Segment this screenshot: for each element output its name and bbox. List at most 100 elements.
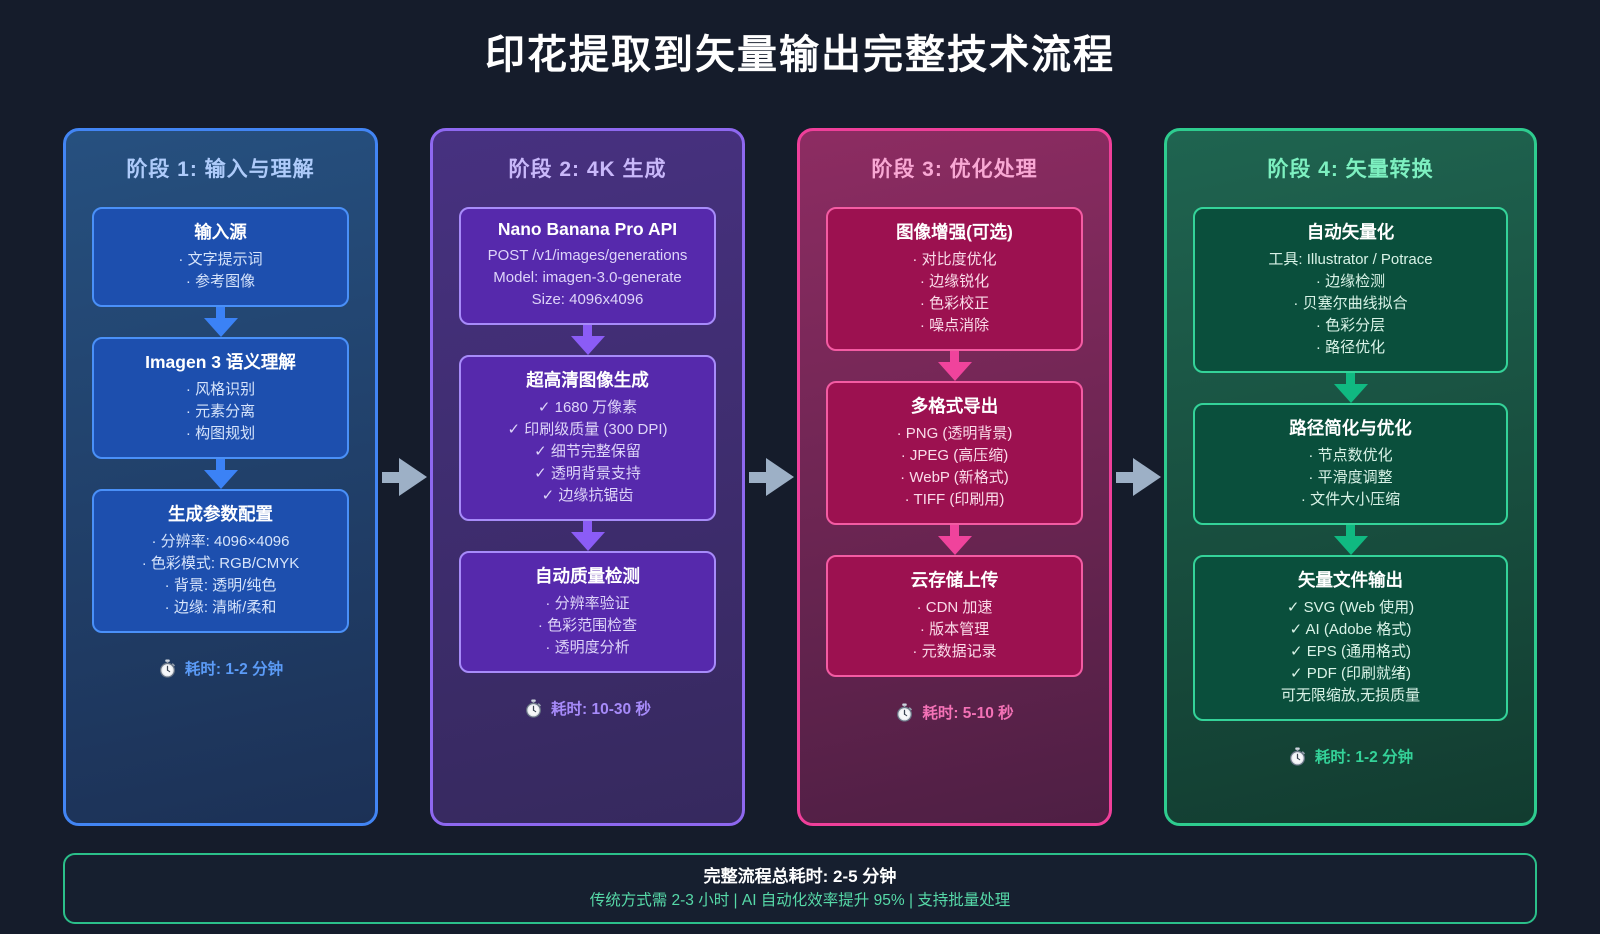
box-title: 超高清图像生成 (526, 370, 649, 390)
arrow-head (765, 458, 794, 496)
box-title: Nano Banana Pro API (497, 219, 678, 239)
box-line: · 构图规划 (185, 425, 256, 442)
box-line: ✓ 细节完整保留 (534, 443, 641, 460)
flow-arrow-down-icon (459, 325, 716, 355)
box-line: · 边缘检测 (1315, 273, 1386, 290)
box-title: 路径简化与优化 (1289, 418, 1412, 438)
box-line: · 元素分离 (185, 403, 256, 420)
arrow-head (1333, 384, 1368, 403)
box-line: · 版本管理 (919, 621, 990, 638)
flow-arrow-right-icon (1112, 128, 1164, 826)
box-line: · CDN 加速 (916, 599, 993, 616)
box-line: Model: imagen-3.0-generate (493, 269, 682, 286)
flow-arrow-right-icon (745, 128, 797, 826)
box-line: · JPEG (高压缩) (900, 447, 1009, 464)
duration-label: 耗时: 10-30 秒 (551, 701, 651, 718)
arrow-head (203, 470, 238, 489)
arrow-stem (1346, 373, 1355, 384)
box-line: · 节点数优化 (1308, 447, 1393, 464)
duration-label: 耗时: 1-2 分钟 (184, 661, 284, 678)
duration-label: 耗时: 5-10 秒 (922, 705, 1014, 722)
box-title: Imagen 3 语义理解 (145, 352, 296, 372)
summary-note: 传统方式需 2-3 小时 | AI 自动化效率提升 95% | 支持批量处理 (589, 892, 1011, 909)
box-line: ✓ SVG (Web 使用) (1286, 599, 1415, 616)
box-line: · 文件大小压缩 (1300, 491, 1401, 508)
flow-arrow-down-icon (1193, 525, 1508, 555)
box-title: 多格式导出 (910, 396, 999, 416)
flow-arrow-down-icon (826, 525, 1083, 555)
box-title: 云存储上传 (910, 570, 999, 590)
box-title: 自动矢量化 (1306, 222, 1395, 242)
box-line: · 分辨率: 4096×4096 (151, 533, 290, 550)
flow-arrow-down-icon (1193, 373, 1508, 403)
summary-panel: 完整流程总耗时: 2-5 分钟 传统方式需 2-3 小时 | AI 自动化效率提… (63, 853, 1537, 924)
flow-arrow-down-icon (826, 351, 1083, 381)
box-line: ✓ 透明背景支持 (534, 465, 641, 482)
arrow-body (748, 458, 794, 496)
flow-box: 超高清图像生成 ✓ 1680 万像素 ✓ 印刷级质量 (300 DPI) ✓ 细节完整… (459, 355, 716, 521)
box-line: · 分辨率验证 (545, 595, 630, 612)
arrow-stem (950, 351, 959, 362)
box-line: 工具: Illustrator / Potrace (1268, 251, 1433, 268)
box-line: ✓ PDF (印刷就绪) (1290, 665, 1411, 682)
box-line: · 色彩范围检查 (537, 617, 638, 634)
box-line: · 对比度优化 (912, 251, 997, 268)
arrow-head (937, 536, 972, 555)
page-title: 印花提取到矢量输出完整技术流程 (485, 33, 1115, 77)
box-line: · 文字提示词 (178, 251, 263, 268)
flow-box: 云存储上传· CDN 加速· 版本管理· 元数据记录 (826, 555, 1083, 677)
arrow-stem (950, 525, 959, 536)
arrow-head (1333, 536, 1368, 555)
flow-box: 多格式导出 · PNG (透明背景) · JPEG (高压缩) · WebP (新格式… (826, 381, 1083, 525)
stage-duration: 耗时: 1-2 分钟 (1193, 745, 1508, 767)
duration-label: 耗时: 1-2 分钟 (1314, 749, 1414, 766)
flow-arrow-right-icon (378, 128, 430, 826)
box-line: · TIFF (印刷用) (904, 491, 1005, 508)
arrow-stem (748, 471, 766, 483)
box-line: · 边缘: 清晰/柔和 (164, 599, 277, 616)
stage-duration: 耗时: 1-2 分钟 (92, 657, 349, 679)
flow-arrow-down-icon (459, 521, 716, 551)
flow-arrow-down-icon (92, 459, 349, 489)
flow-box: 路径简化与优化 · 节点数优化 · 平滑度调整 · 文件大小压缩 (1193, 403, 1508, 525)
stage-panel-3: 阶段 3: 优化处理图像增强(可选)· 对比度优化· 边缘锐化· 色彩校正· 噪… (797, 128, 1112, 826)
arrow-head (1132, 458, 1161, 496)
box-line: 可无限缩放,无损质量 (1280, 687, 1421, 704)
box-line: · WebP (新格式) (900, 469, 1009, 486)
box-line: · PNG (透明背景) (896, 425, 1013, 442)
box-line: · 参考图像 (185, 273, 256, 290)
box-line: ✓ 1680 万像素 (537, 399, 638, 416)
arrow-stem (583, 521, 592, 532)
arrow-body (381, 458, 427, 496)
box-line: ✓ 边缘抗锯齿 (541, 487, 634, 504)
stage-header: 阶段 4: 矢量转换 (1267, 158, 1434, 181)
flow-box: 自动质量检测· 分辨率验证· 色彩范围检查· 透明度分析 (459, 551, 716, 673)
box-line: · 色彩分层 (1315, 317, 1386, 334)
box-line: POST /v1/images/generations (487, 247, 688, 264)
box-line: · 平滑度调整 (1308, 469, 1393, 486)
box-line: · 背景: 透明/纯色 (164, 577, 277, 594)
box-title: 输入源 (194, 222, 247, 242)
arrow-stem (1346, 525, 1355, 536)
stopwatch-icon (158, 658, 177, 678)
stopwatch-icon (895, 702, 914, 722)
stage-header: 阶段 3: 优化处理 (871, 158, 1038, 181)
box-line: · 色彩校正 (919, 295, 990, 312)
box-title: 自动质量检测 (535, 566, 640, 586)
box-title: 生成参数配置 (168, 504, 273, 524)
arrow-stem (1115, 471, 1133, 483)
box-line: ✓ AI (Adobe 格式) (1289, 621, 1412, 638)
summary-total: 完整流程总耗时: 2-5 分钟 (703, 867, 897, 886)
stopwatch-icon (524, 698, 543, 718)
arrow-head (570, 532, 605, 551)
box-line: ✓ EPS (通用格式) (1290, 643, 1411, 660)
arrow-body (1115, 458, 1161, 496)
flow-box: Nano Banana Pro API POST /v1/images/gener… (459, 207, 716, 325)
arrow-stem (216, 307, 225, 318)
box-line: ✓ 印刷级质量 (300 DPI) (507, 421, 668, 438)
flow-box: 矢量文件输出✓ SVG (Web 使用)✓ AI (Adobe 格式)✓ EPS… (1193, 555, 1508, 721)
box-line: · 风格识别 (185, 381, 256, 398)
box-line: Size: 4096x4096 (531, 291, 644, 308)
box-line: · 边缘锐化 (919, 273, 990, 290)
